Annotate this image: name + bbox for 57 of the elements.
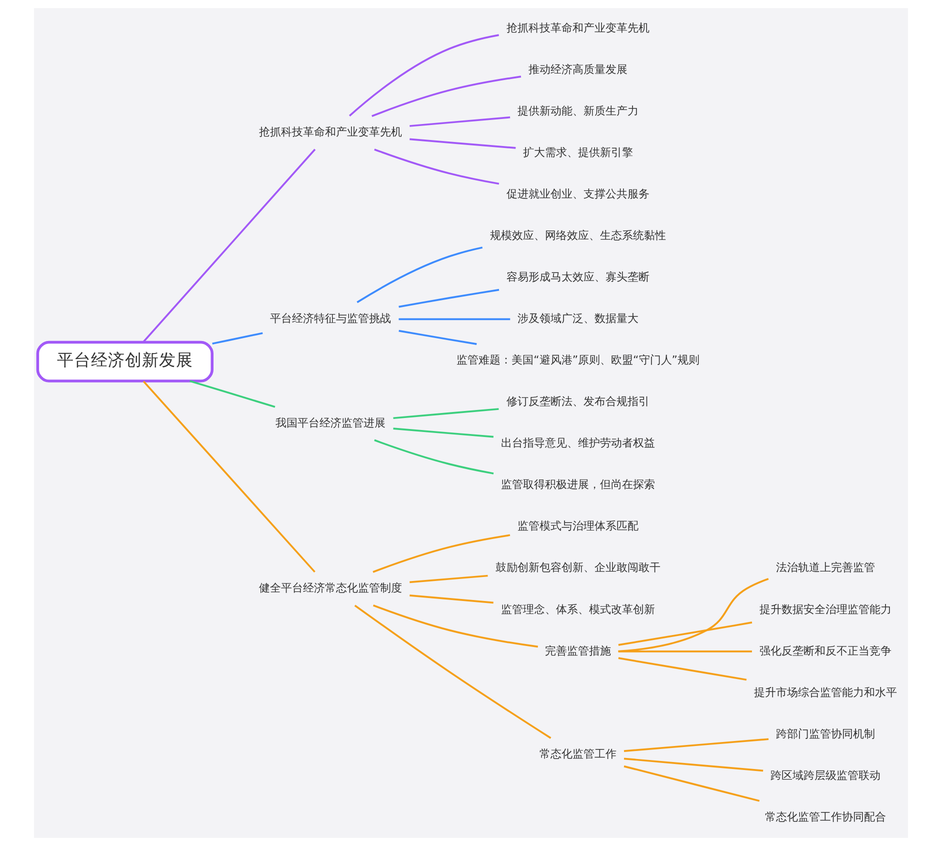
node-text: 完善监管措施: [545, 644, 612, 658]
connector: [374, 148, 500, 185]
connector: [624, 758, 764, 772]
connector: [372, 534, 510, 573]
connector: [190, 380, 276, 408]
connector: [410, 116, 510, 127]
node-text: 鼓励创新包容创新、企业敢闯敢干: [496, 561, 661, 574]
node-text: 强化反垄断和反不正当竞争: [759, 644, 892, 658]
connector: [372, 604, 538, 648]
node-text: 扩大需求、提供新引擎: [523, 146, 634, 159]
node-text: 抢抓科技革命和产业变革先机: [259, 126, 402, 139]
node-text: 出台指导意见、维护劳动者权益: [501, 436, 656, 450]
connector: [348, 34, 500, 116]
connector: [624, 765, 760, 802]
connector: [410, 574, 488, 584]
node-text: 我国平台经济监管进展: [276, 416, 386, 430]
node-box: 平台经济创新发展: [36, 340, 214, 382]
node-text: 常态化监管工作协同配合: [764, 810, 886, 824]
connector: [356, 246, 483, 304]
connector: [410, 594, 494, 604]
connector: [142, 148, 316, 343]
node-text: 规模效应、网络效应、生态系统黏性: [490, 228, 666, 242]
connector: [393, 428, 494, 438]
node-text: 监管取得积极进展，但尚在探索: [501, 478, 656, 492]
node-text: 抢抓科技革命和产业变革先机: [506, 21, 650, 34]
node-text: 涉及领域广泛、数据量大: [518, 312, 639, 326]
connector: [212, 332, 263, 345]
connector: [398, 288, 500, 308]
connector: [393, 408, 499, 420]
node-text: 跨部门监管协同机制: [776, 727, 875, 740]
connector: [142, 380, 316, 573]
node-text: 监管理念、体系、模式改革创新: [501, 602, 656, 616]
node-text: 常态化监管工作: [540, 748, 617, 761]
node-text: 提供新动能、新质生产力: [518, 104, 639, 118]
connector: [398, 330, 477, 345]
connector: [624, 738, 769, 752]
node-text: 提升市场综合监管能力和水平: [754, 686, 897, 699]
node-text: 容易形成马太效应、寡头垄断: [506, 270, 650, 284]
connector: [398, 318, 510, 320]
node-text: 平台经济特征与监管挑战: [270, 312, 392, 326]
connector: [618, 622, 752, 646]
node-text: 跨区域跨层级监管联动: [770, 768, 880, 782]
connector: [354, 604, 552, 739]
connector: [618, 657, 747, 681]
node-text: 修订反垄断法、发布合规指引: [506, 395, 650, 408]
node-text: 监管模式与治理体系匹配: [518, 520, 639, 533]
node-text: 推动经济高质量发展: [528, 62, 628, 76]
connector: [374, 439, 494, 474]
node-text: 提升数据安全治理监管能力: [759, 602, 892, 616]
node-text: 法治轨道上完善监管: [776, 561, 875, 574]
connector: [618, 578, 769, 652]
connector: [410, 138, 516, 149]
connector: [618, 650, 752, 652]
node-text: 健全平台经济常态化监管制度: [259, 582, 402, 595]
node-text: 监管难题：美国“避风港”原则、欧盟“守门人”规则: [456, 354, 700, 367]
node-text: 促进就业创业、支撑公共服务: [506, 187, 650, 200]
connector: [372, 76, 522, 117]
